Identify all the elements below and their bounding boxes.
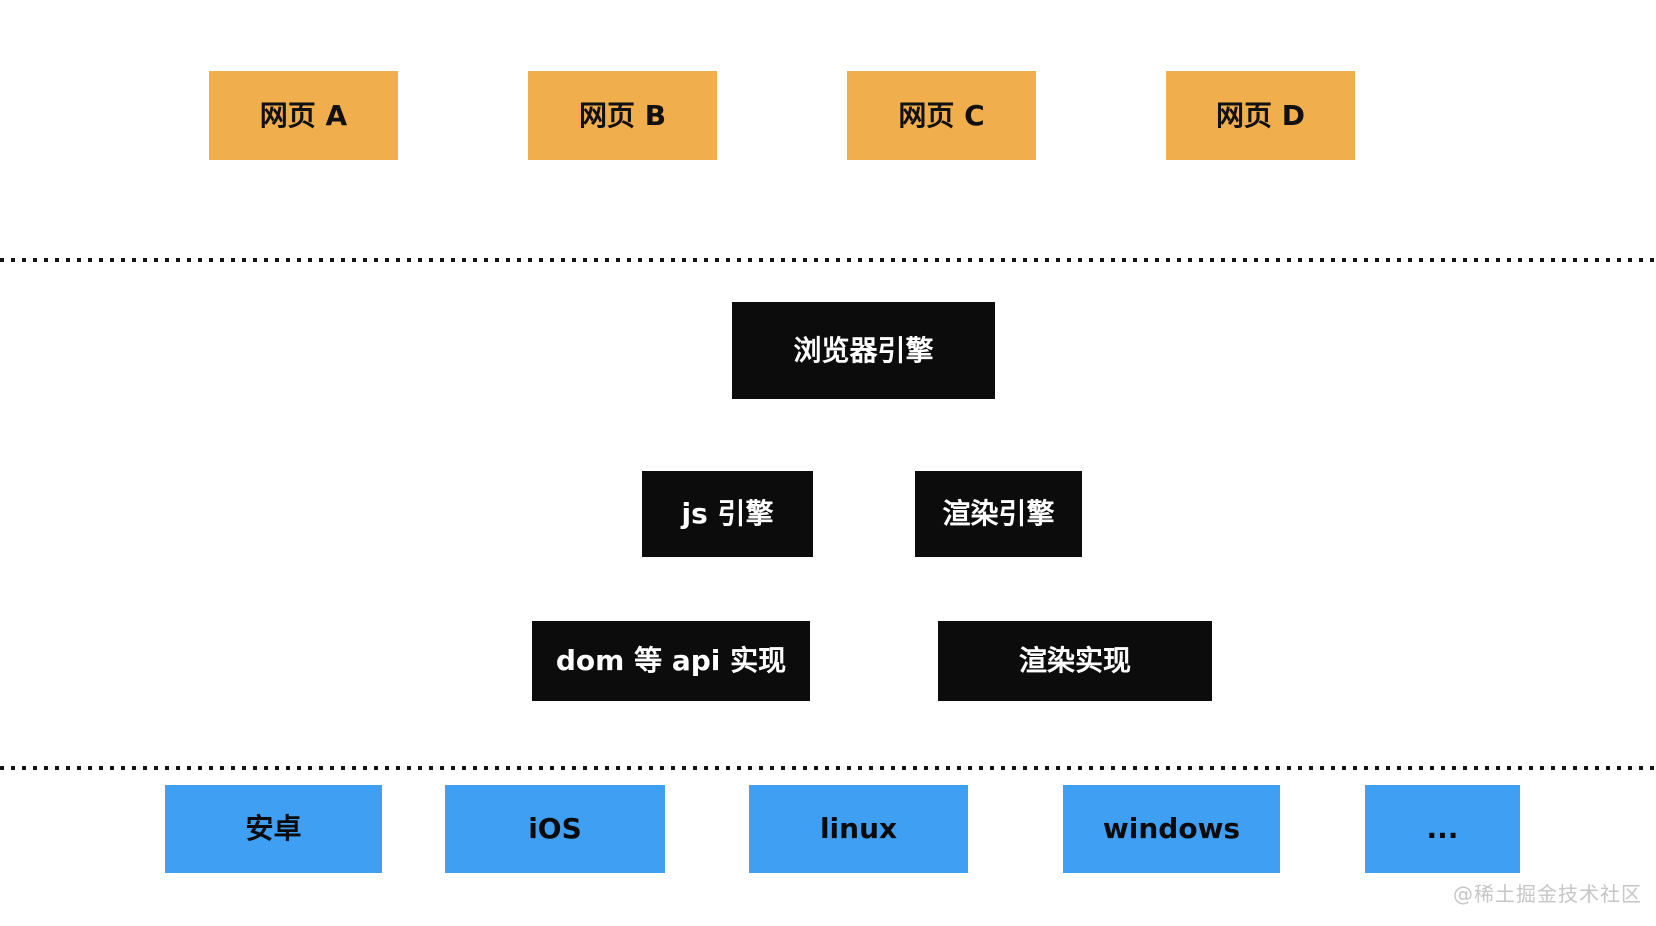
webpage-d-label: 网页 D <box>1216 98 1305 132</box>
js-engine-label: js 引擎 <box>681 497 774 530</box>
webpage-c-box: 网页 C <box>847 71 1036 160</box>
webpage-a-label: 网页 A <box>259 98 348 132</box>
webpage-b-box: 网页 B <box>528 71 717 160</box>
render-implementation-label: 渲染实现 <box>1018 644 1131 677</box>
platform-android-box: 安卓 <box>165 785 382 873</box>
platform-android-label: 安卓 <box>245 812 302 845</box>
webpage-b-label: 网页 B <box>578 98 667 132</box>
platform-windows-label: windows <box>1102 812 1241 845</box>
render-engine-box: 渲染引擎 <box>915 471 1082 557</box>
platform-ios-box: iOS <box>445 785 665 873</box>
watermark: @稀土掘金技术社区 <box>1453 882 1642 906</box>
platform-more-box: ... <box>1365 785 1520 873</box>
dom-api-implementation-label: dom 等 api 实现 <box>555 644 787 677</box>
js-engine-box: js 引擎 <box>642 471 813 557</box>
separator-dotted-line-top <box>0 258 1656 262</box>
platform-windows-box: windows <box>1063 785 1280 873</box>
dom-api-implementation-box: dom 等 api 实现 <box>532 621 810 701</box>
webpage-d-box: 网页 D <box>1166 71 1355 160</box>
webpage-c-label: 网页 C <box>898 98 985 132</box>
webpage-a-box: 网页 A <box>209 71 398 160</box>
browser-engine-box: 浏览器引擎 <box>732 302 995 399</box>
render-implementation-box: 渲染实现 <box>938 621 1212 701</box>
platform-more-label: ... <box>1426 812 1459 845</box>
platform-linux-label: linux <box>819 812 898 845</box>
browser-engine-label: 浏览器引擎 <box>793 333 934 367</box>
render-engine-label: 渲染引擎 <box>942 497 1055 530</box>
platform-linux-box: linux <box>749 785 968 873</box>
separator-dotted-line-bottom <box>0 766 1656 770</box>
platform-ios-label: iOS <box>528 812 582 845</box>
